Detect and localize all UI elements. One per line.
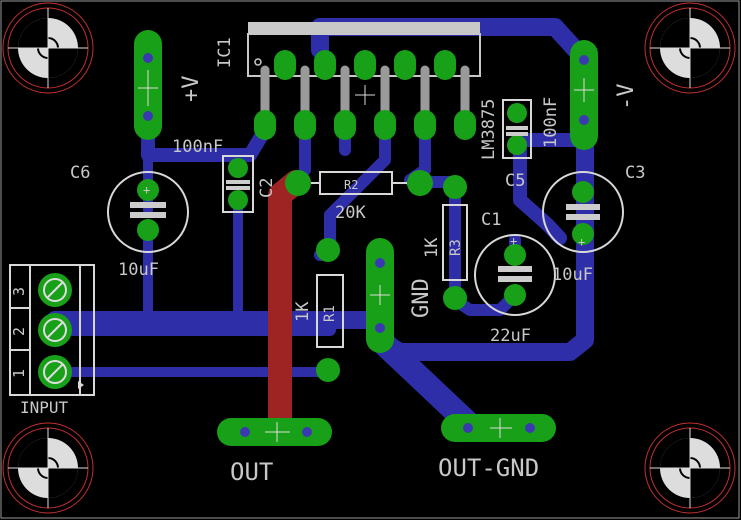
resistor-r3 (442, 175, 468, 310)
capacitor-c3: + (542, 171, 624, 253)
out-gnd-connector (441, 414, 556, 442)
mounting-hole-bottom-right (644, 422, 736, 514)
out-connector (217, 418, 332, 446)
label-c3: C3 (625, 163, 645, 183)
label-plus-v: +V (179, 76, 204, 103)
label-ic1: IC1 (215, 37, 235, 68)
label-gnd: GND (409, 278, 434, 318)
label-out-gnd: OUT-GND (438, 454, 539, 482)
label-input: INPUT (20, 398, 69, 417)
label-lm3875: LM3875 (479, 99, 499, 160)
capacitor-c6: + (107, 171, 189, 253)
svg-text:+: + (578, 235, 585, 249)
label-c2: C2 (257, 178, 277, 198)
label-r3-value: 1K (422, 237, 442, 258)
svg-text:+: + (143, 183, 150, 197)
label-c1: C1 (481, 210, 501, 230)
label-c6: C6 (70, 163, 90, 183)
resistor-r1 (316, 238, 344, 382)
gnd-connector (366, 238, 394, 353)
resistor-r2 (285, 170, 433, 196)
label-pin3: 3 (10, 287, 28, 296)
label-c6-value: 10uF (118, 260, 159, 280)
label-r2-value: 20K (335, 203, 366, 223)
label-c2-value: 100nF (172, 137, 223, 157)
mounting-hole-top-left (2, 2, 94, 94)
label-c5: C5 (505, 171, 525, 191)
mounting-hole-bottom-left (2, 422, 94, 514)
svg-text:+: + (510, 234, 517, 248)
minus-v-connector (570, 40, 598, 150)
label-r1-value: 1K (293, 301, 313, 322)
plus-v-connector (134, 30, 162, 140)
ic1-pads (254, 50, 476, 140)
input-terminal-block (9, 264, 95, 396)
label-r2: R2 (344, 178, 358, 192)
capacitor-c5 (502, 99, 532, 159)
label-pin1: 1 (10, 369, 28, 378)
label-pin2: 2 (10, 327, 28, 336)
capacitor-c1: + (474, 234, 556, 316)
label-out: OUT (230, 458, 273, 486)
capacitor-c2 (222, 155, 254, 213)
label-r3: R3 (448, 239, 464, 256)
mounting-hole-top-right (644, 2, 736, 94)
label-c1-value: 22uF (490, 326, 531, 346)
label-minus-v: -V (614, 84, 639, 111)
label-r1: R1 (322, 305, 338, 322)
label-c3-value: 10uF (552, 265, 593, 285)
label-c5-value: 100nF (541, 97, 561, 148)
